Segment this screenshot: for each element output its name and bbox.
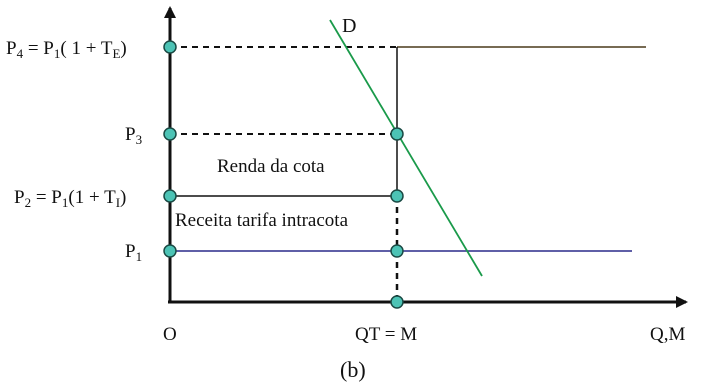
point-p4-axis [163, 40, 177, 54]
figure-caption: (b) [340, 357, 366, 382]
quota-axis-label: QT = M [355, 324, 417, 345]
x-axis-label: Q,M [650, 324, 685, 345]
point-p1-axis [163, 244, 177, 258]
point-p2-quota [390, 189, 404, 203]
quota-rent-label: Renda da cota [217, 156, 325, 177]
point-p1-quota [390, 244, 404, 258]
marker-points [163, 40, 404, 309]
p2-label: P2 = P1(1 + TI) [14, 187, 126, 210]
p3-label: P3 [125, 124, 142, 147]
point-quota-axis [390, 295, 404, 309]
origin-label: O [163, 324, 177, 345]
demand-curve [329, 19, 483, 277]
point-p3-axis [163, 127, 177, 141]
p1-label: P1 [125, 241, 142, 264]
p4-label: P4 = P1( 1 + TE) [6, 38, 127, 61]
point-p3-quota [390, 127, 404, 141]
point-p2-axis [163, 189, 177, 203]
demand-label: D [342, 15, 356, 37]
intraquota-revenue-label: Receita tarifa intracota [175, 210, 349, 231]
